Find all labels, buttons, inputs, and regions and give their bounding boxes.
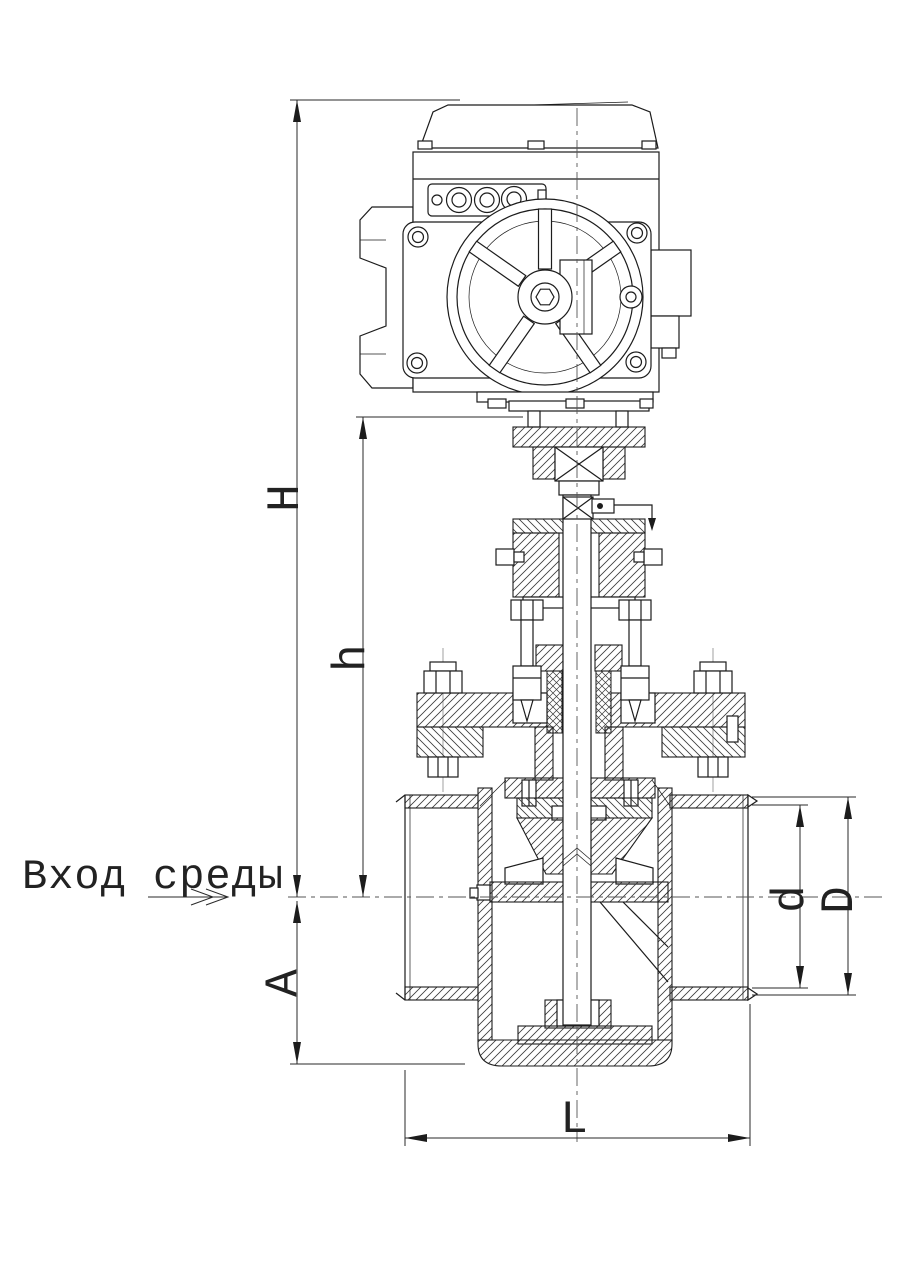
packing-stack-left — [546, 670, 563, 734]
handwheel-dial — [446, 198, 644, 396]
actuator-left-bracket — [359, 206, 414, 389]
terminal-box — [650, 249, 692, 317]
dimension-d: d — [752, 804, 817, 989]
mounting-plate — [512, 426, 646, 448]
hex-socket-icon — [535, 288, 555, 306]
inlet-arrow-icon — [205, 888, 230, 906]
hub — [517, 269, 573, 325]
cable-gland-icon — [445, 186, 473, 214]
bonnet-left-block — [512, 532, 560, 598]
inlet-label: Вход среды — [22, 853, 284, 901]
dimension-A: A — [258, 901, 465, 1065]
dimension-D: D — [752, 796, 866, 996]
right-pipe-top-wall — [669, 794, 749, 809]
cable-gland-icon — [473, 186, 501, 214]
inlet-annotation: Вход среды — [22, 853, 284, 906]
right-pipe-bottom-wall — [669, 986, 749, 1001]
centerlines — [288, 108, 884, 1142]
dimension-label-D: D — [814, 886, 866, 914]
bonnet-right-block — [598, 532, 646, 598]
dimension-label-L: L — [560, 1094, 588, 1146]
dimension-H: H — [260, 99, 460, 897]
actuator-top-cover — [419, 104, 659, 149]
electric-actuator — [359, 101, 692, 428]
left-pipe-bottom-wall — [404, 986, 479, 1001]
gland-studs — [510, 599, 656, 724]
travel-pointer-tip — [648, 518, 656, 531]
dimension-L: L — [404, 1004, 751, 1146]
left-pipe-top-wall — [404, 794, 479, 809]
packing-stack-right — [595, 670, 612, 734]
body-left-wall — [477, 787, 493, 1041]
adjust-knob — [619, 285, 643, 309]
dimension-label-H: H — [260, 484, 312, 512]
dimension-label-A: A — [258, 969, 310, 997]
dimension-label-d: d — [765, 885, 817, 913]
terminal-box-lower — [650, 315, 680, 349]
body-right-wall — [657, 787, 673, 1041]
dimensions: H h A d — [258, 99, 866, 1146]
body-bottom-wall — [477, 1039, 673, 1067]
dimension-h: h — [326, 416, 523, 897]
dimension-label-h: h — [326, 644, 378, 672]
